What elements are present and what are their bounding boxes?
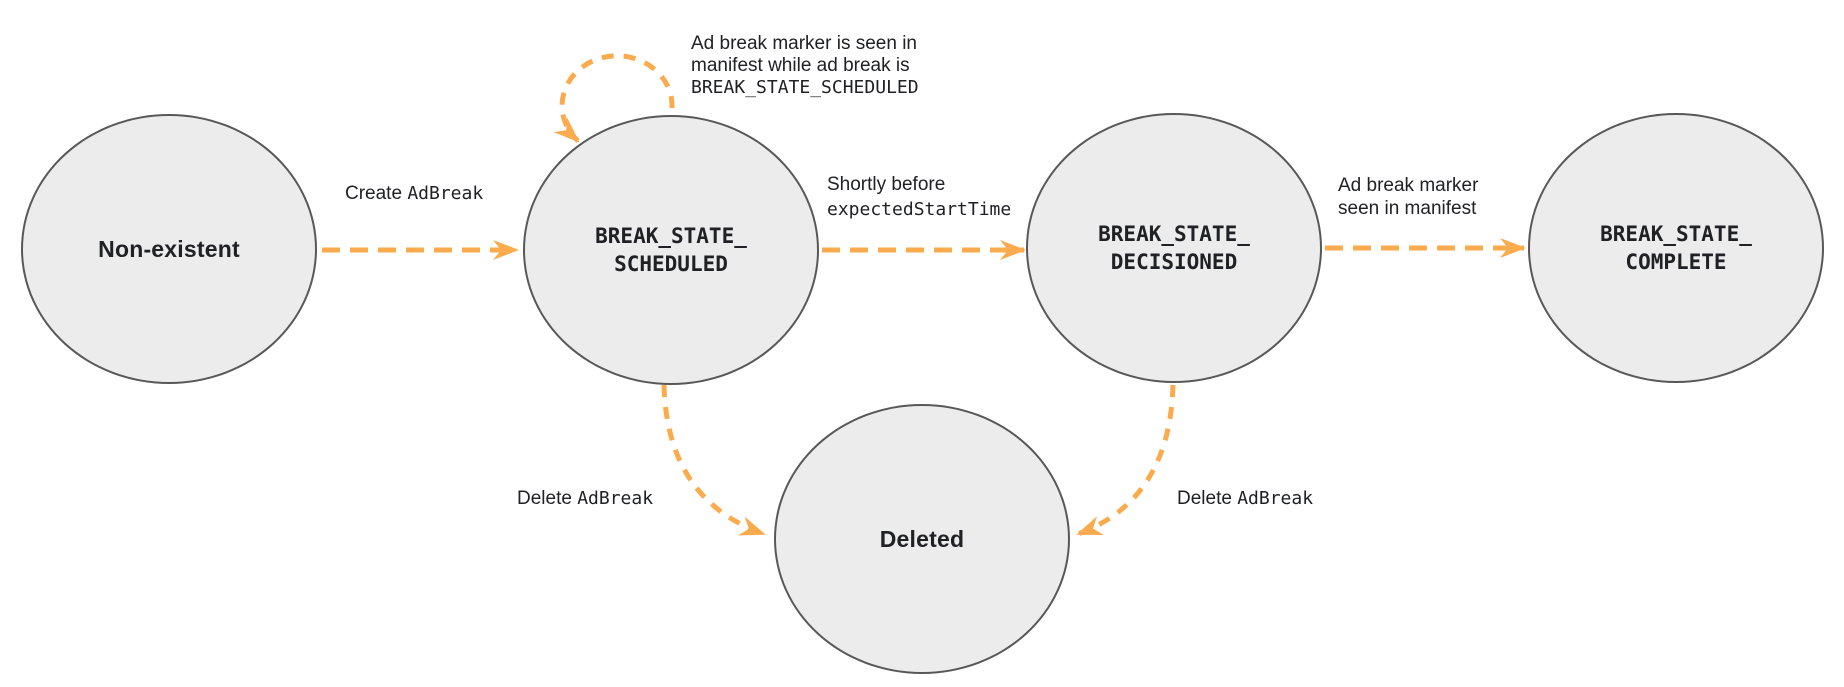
edge-self-loop-scheduled [553,53,675,143]
state-label: BREAK_STATE_ DECISIONED [1098,222,1250,274]
state-label: Non-existent [98,235,240,262]
edge-label-marker-seen: Ad break marker seen in manifest [1338,175,1479,219]
edge-label-shortly-before: Shortly before expectedStartTime [827,174,1012,220]
state-node-break-state-decisioned: BREAK_STATE_ DECISIONED [1026,113,1322,383]
state-label: BREAK_STATE_ COMPLETE [1600,222,1752,274]
state-label: BREAK_STATE_ SCHEDULED [595,224,747,276]
state-node-break-state-scheduled: BREAK_STATE_ SCHEDULED [523,115,819,385]
edge-label-delete-adbreak-left: Delete AdBreak [517,488,654,509]
state-label: Deleted [879,525,965,552]
edge-label-create-adbreak: Create AdBreak [345,183,484,204]
edge-label-delete-adbreak-right: Delete AdBreak [1177,488,1314,509]
edge-delete-decisioned [1076,384,1176,537]
state-node-deleted: Deleted [774,404,1070,674]
state-node-non-existent: Non-existent [21,114,317,384]
edge-delete-scheduled [661,384,766,537]
edge-label-self-loop: Ad break marker is seen in manifest whil… [691,33,919,98]
state-node-break-state-complete: BREAK_STATE_ COMPLETE [1528,113,1824,383]
